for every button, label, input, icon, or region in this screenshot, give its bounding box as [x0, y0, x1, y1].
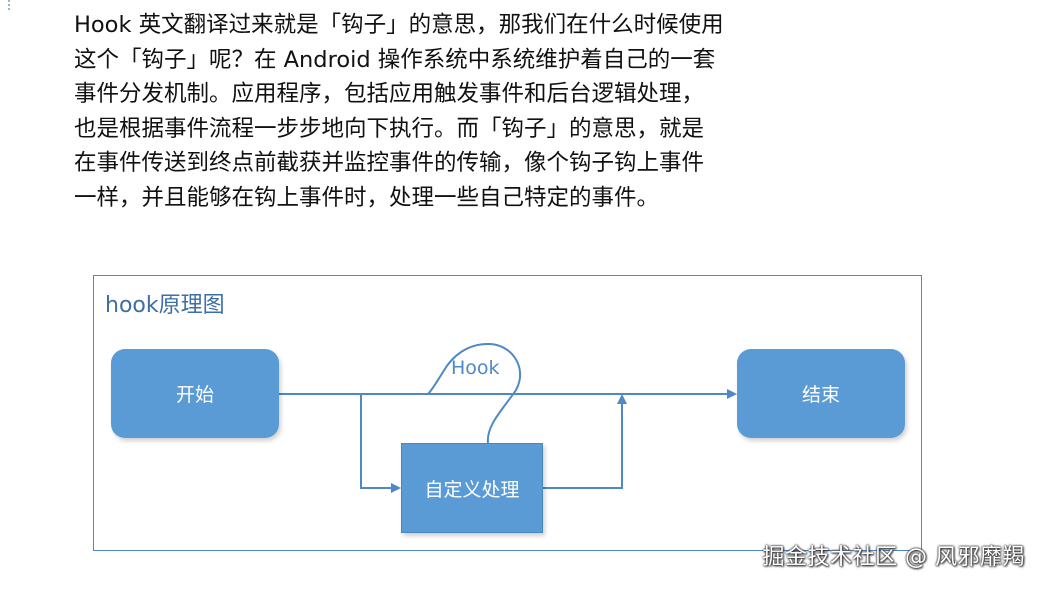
diagram-title: hook原理图 — [105, 293, 225, 318]
paragraph-line: 也是根据事件流程一步步地向下执行。而「钩子」的意思，就是 — [74, 115, 705, 142]
paragraph-line: Hook 英文翻译过来就是「钩子」的意思，那我们在什么时候使用 — [74, 12, 724, 38]
margin-marker — [8, 0, 10, 10]
hook-label: Hook — [451, 357, 500, 379]
paragraph-line: 事件分发机制。应用程序，包括应用触发事件和后台逻辑处理， — [74, 81, 705, 108]
paragraph-line: 在事件传送到终点前截获并监控事件的传输，像个钩子钩上事件 — [74, 150, 705, 177]
custom-processing-node: 自定义处理 — [401, 443, 543, 533]
return-to-main-arrow — [543, 394, 627, 489]
start-node: 开始 — [111, 349, 279, 438]
hook-curve — [427, 342, 522, 444]
end-node-label: 结束 — [801, 384, 840, 406]
end-node: 结束 — [737, 349, 905, 438]
paragraph-line: 一样，并且能够在钩上事件时，处理一些自己特定的事件。 — [74, 184, 660, 211]
branch-to-custom-arrow — [360, 394, 401, 493]
start-node-label: 开始 — [175, 384, 214, 406]
intro-paragraph: Hook 英文翻译过来就是「钩子」的意思，那我们在什么时候使用 这个「钩子」呢？… — [74, 8, 854, 216]
paragraph-line: 这个「钩子」呢？在 Android 操作系统中系统维护着自己的一套 — [74, 46, 716, 73]
custom-processing-label: 自定义处理 — [424, 478, 520, 501]
diagram-frame — [93, 275, 922, 551]
watermark: 掘金技术社区 @ 风邪靡羯 — [762, 545, 1025, 570]
